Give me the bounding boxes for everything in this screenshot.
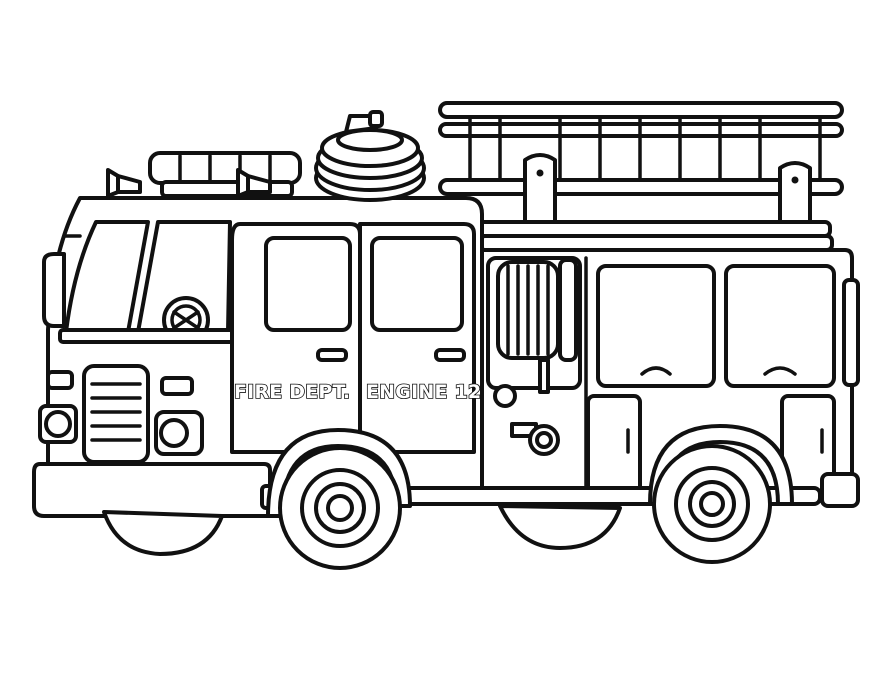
- ladder-rungs: [468, 115, 822, 182]
- wheel-rear-inner: [498, 504, 622, 550]
- headlight-left: [38, 404, 78, 444]
- fender-front: [266, 428, 412, 518]
- valve-knob: [493, 384, 517, 408]
- wheel-rear: [652, 444, 772, 564]
- ladder: [438, 101, 844, 227]
- rear-bumper: [820, 472, 860, 508]
- engine-number-label: ENGINE 12: [366, 381, 481, 403]
- fire-dept-label: FIRE DEPT.: [234, 381, 350, 403]
- ladder-support-left: [523, 153, 557, 227]
- door-window-front: [264, 236, 352, 332]
- wheel-front-inner: [102, 510, 224, 556]
- door-window-rear: [370, 236, 464, 332]
- emergency-light-bar: [148, 151, 302, 185]
- cab: FIRE DEPT. ENGINE 12: [32, 110, 484, 518]
- compartment-door-2: [724, 264, 836, 388]
- wheel-front: [278, 446, 402, 570]
- turn-signal-right: [160, 376, 194, 396]
- side-mirror-left: [42, 252, 66, 328]
- hose-reel: [486, 256, 582, 456]
- front-grille: [82, 364, 150, 464]
- turn-signal-left: [46, 370, 74, 390]
- roof-hose-coil: [314, 110, 426, 202]
- front-bumper: [32, 462, 272, 518]
- headlight-right: [154, 410, 204, 456]
- compartment-door-1: [596, 264, 716, 388]
- siren-horn-left: [116, 174, 142, 194]
- ladder-support-right: [778, 161, 812, 227]
